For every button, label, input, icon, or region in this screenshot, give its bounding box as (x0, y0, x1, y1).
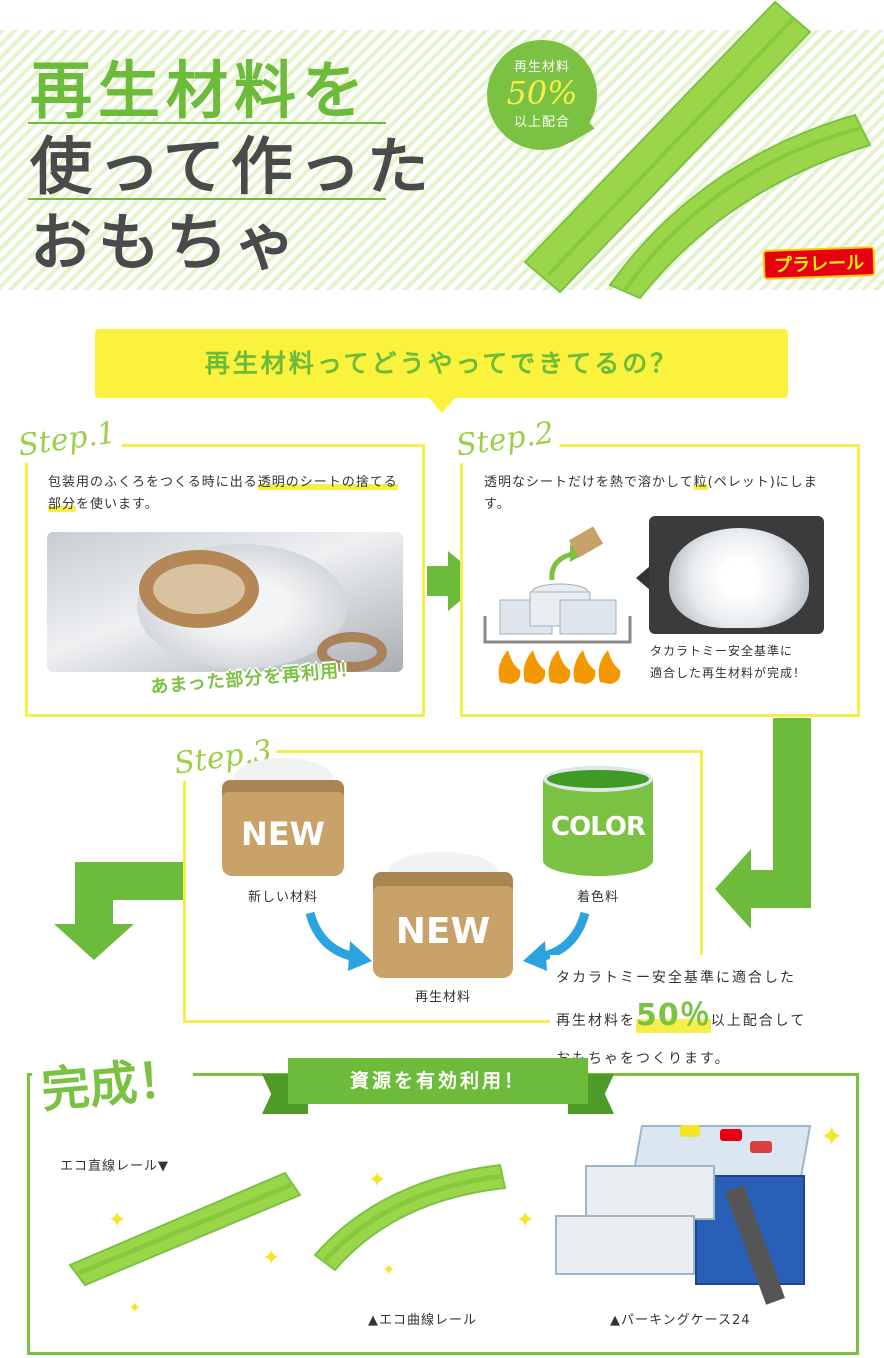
color-can-label: COLOR (551, 812, 646, 842)
badge-bottom-text: 以上配合 (513, 115, 570, 130)
complete-title: 完成！ (30, 1038, 196, 1122)
recycled-material-bag: NEW (373, 886, 513, 978)
arrow-elbow-shaft (75, 862, 113, 926)
melting-illustration (483, 526, 632, 684)
color-can-lid (543, 766, 653, 792)
hero-rail-illustration (523, 0, 872, 300)
film-rolls-icon (499, 583, 617, 635)
tray-icon (483, 616, 632, 644)
summary-line: 再生材料を50％以上配合して (556, 997, 864, 1040)
color-can: COLOR (543, 766, 653, 876)
hero-title-line-2: 使って作った (30, 130, 435, 203)
case-drawer (555, 1215, 695, 1275)
product-straight-rail-caption: エコ直線レール▼ (60, 1159, 169, 1174)
step-2-caption-line: タカラトミー安全基準に (650, 644, 794, 658)
sparkle-icon: ✦ (368, 1168, 387, 1193)
blue-arrow-icon (305, 911, 372, 971)
summary-percent: 50％ (636, 998, 711, 1033)
summary-text: タカラトミー安全基準に適合した 再生材料を50％以上配合して おもちゃをつくりま… (550, 955, 870, 1082)
sparkle-icon: ✦ (108, 1208, 127, 1233)
new-material-bag: NEW (222, 792, 344, 876)
badge-percent: 50% (506, 74, 578, 112)
step-2-caption-line: 適合した再生材料が完成！ (650, 666, 807, 680)
sparkle-icon: ✦ (820, 1120, 844, 1153)
pellet-photo (649, 516, 824, 634)
toy-car-icon (750, 1141, 772, 1153)
step-2-highlight: 粒 (693, 475, 708, 490)
arrow-elbow-shaft (750, 870, 811, 908)
recycled-percent-badge: 再生材料 50% 以上配合 (487, 40, 597, 150)
step-2-text: 透明なシートだけを熱で溶かして粒(ペレット)にします。 (484, 472, 844, 516)
fire-icon (498, 650, 621, 684)
curved-rail-icon (608, 113, 872, 300)
straight-rail-icon (523, 0, 812, 294)
step-2-text-part: (ペレット)にします。 (484, 475, 818, 512)
title-underline (28, 122, 386, 124)
step-1-highlight: 透明のシート (257, 475, 342, 490)
pellet-pile (669, 528, 809, 628)
film-roll-photo (47, 532, 403, 672)
paper-core-icon (568, 526, 604, 558)
step-1-text: 包装用のふくろをつくる時に出る透明のシートの捨てる部分を使います。 (48, 472, 408, 516)
question-banner: 再生材料ってどうやってできてるの？ (95, 329, 788, 398)
sparkle-icon: ✦ (516, 1208, 535, 1233)
step-2-text-part: 透明なシートだけを熱で溶かして (484, 475, 694, 490)
question-banner-tail (428, 397, 456, 413)
arrow-right-shaft (427, 566, 449, 596)
step-1-text-part: を使います。 (76, 497, 159, 512)
blue-arrow-icon (523, 911, 590, 971)
badge-top-text: 再生材料 (513, 60, 570, 75)
step-1-text-part: 包装用のふくろをつくる時に出る (48, 475, 258, 490)
pellet-pointer (636, 566, 650, 590)
sparkle-icon: ✦ (128, 1298, 142, 1317)
paper-core (139, 550, 259, 628)
summary-line: おもちゃをつくります。 (556, 1051, 731, 1067)
product-parking-case-caption: ▲パーキングケース24 (610, 1313, 751, 1328)
title-underline (28, 198, 386, 200)
case-drawer (585, 1165, 715, 1220)
summary-part: 以上配合して (710, 1013, 807, 1029)
toy-car-icon (680, 1125, 700, 1137)
straight-rail-product (68, 1171, 302, 1287)
arrow-down-icon (54, 924, 134, 960)
summary-line: タカラトミー安全基準に適合した (556, 970, 796, 986)
sparkle-icon: ✦ (262, 1246, 281, 1271)
paper-core (317, 632, 387, 672)
new-material-caption: 新しい材料 (247, 890, 318, 905)
colorant-caption: 着色料 (576, 890, 619, 905)
hero-title-line-3: おもちゃ (30, 206, 303, 279)
product-curved-rail-caption: ▲エコ曲線レール (368, 1313, 477, 1328)
recycled-caption: 再生材料 (414, 990, 471, 1005)
summary-part: 再生材料を (556, 1013, 636, 1029)
plarail-logo: プラレール (762, 246, 876, 280)
toy-car-icon (720, 1129, 742, 1141)
complete-ribbon: 資源を有効利用！ (288, 1058, 588, 1104)
sparkle-icon: ✦ (382, 1260, 396, 1279)
hero-title-line-1: 再生材料を (30, 54, 371, 127)
curved-rail-product (313, 1163, 507, 1272)
arrow-left-icon (715, 849, 751, 929)
parking-case-product (545, 1105, 812, 1305)
step-2-photo-caption: タカラトミー安全基準に 適合した再生材料が完成！ (650, 640, 850, 684)
